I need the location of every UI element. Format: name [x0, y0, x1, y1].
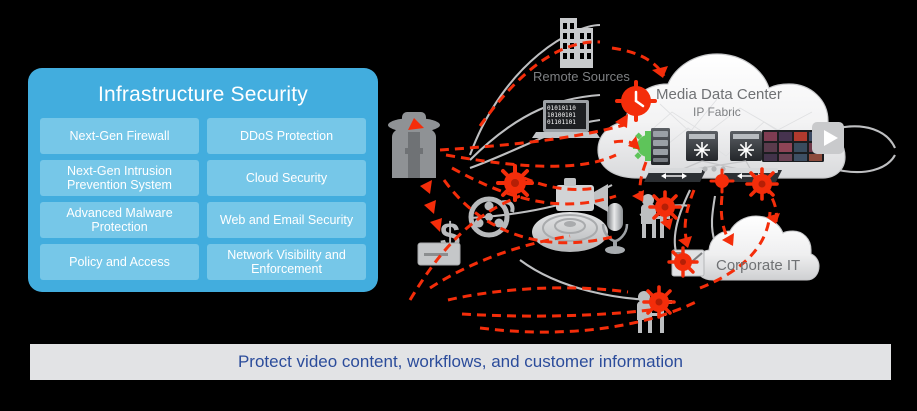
panel-title: Infrastructure Security: [97, 83, 308, 106]
virus-icon-6: [745, 167, 779, 201]
remote-sources-label: Remote Sources: [533, 69, 630, 84]
virus-icon-5: [642, 285, 676, 319]
fabric-dots: [702, 166, 726, 172]
capability-next-gen-ips[interactable]: Next-Gen Intrusion Prevention System: [40, 160, 199, 196]
router-icon: [644, 168, 706, 182]
video-wall-icon: [762, 130, 824, 162]
router-icon-2: [720, 168, 782, 182]
capability-ddos-protection[interactable]: DDoS Protection: [207, 118, 366, 154]
svg-text:01010110: 01010110: [547, 105, 576, 112]
satellite-dish-icon: [532, 212, 608, 252]
virus-icon-4: [667, 246, 699, 278]
capability-network-visibility-enforcement[interactable]: Network Visibility and Enforcement: [207, 244, 366, 280]
capability-cloud-security[interactable]: Cloud Security: [207, 160, 366, 196]
virus-icon-7: [709, 168, 735, 194]
media-data-center-label: Media Data Center: [656, 86, 782, 103]
background-arcs: [469, 23, 896, 302]
play-button-icon[interactable]: [812, 122, 844, 154]
credit-card-dollar-icon: $: [417, 215, 461, 266]
capability-advanced-malware-protection[interactable]: Advanced Malware Protection: [40, 202, 199, 238]
virus-icon-2: [615, 80, 657, 122]
summary-banner-text: Protect video content, workflows, and cu…: [237, 352, 684, 371]
server-rack-icon: [633, 128, 670, 165]
capability-policy-and-access[interactable]: Policy and Access: [40, 244, 199, 280]
office-building-icon: [560, 18, 593, 68]
email-envelope-icon: [671, 249, 705, 277]
microphone-icon: [601, 203, 629, 254]
security-capability-grid: Next-Gen Firewall DDoS Protection Next-G…: [40, 118, 366, 280]
network-switch-icon-2: [730, 131, 762, 161]
svg-text:01101101: 01101101: [547, 119, 576, 126]
film-reel-icon: [468, 196, 515, 238]
svg-text:$: $: [440, 215, 460, 256]
virus-icon: [496, 164, 534, 202]
corporate-it-label: Corporate IT: [716, 257, 801, 274]
ip-fabric-label: IP Fabric: [693, 105, 741, 119]
hacker-spy-icon: [388, 112, 440, 178]
person-at-desk-icon-2: [637, 291, 672, 333]
summary-banner: Protect video content, workflows, and cu…: [30, 344, 891, 380]
person-at-desk-icon: [641, 194, 673, 238]
gear-icon: [633, 131, 663, 161]
video-camera-icon: [556, 178, 608, 212]
laptop-binary-icon: 01010110 10100101 01101101: [532, 100, 600, 138]
infrastructure-security-panel: Infrastructure Security Next-Gen Firewal…: [28, 68, 378, 292]
virus-icon-3: [648, 190, 682, 224]
svg-text:10100101: 10100101: [547, 112, 576, 119]
network-switch-icon: [686, 131, 718, 161]
capability-next-gen-firewall[interactable]: Next-Gen Firewall: [40, 118, 199, 154]
capability-web-and-email-security[interactable]: Web and Email Security: [207, 202, 366, 238]
